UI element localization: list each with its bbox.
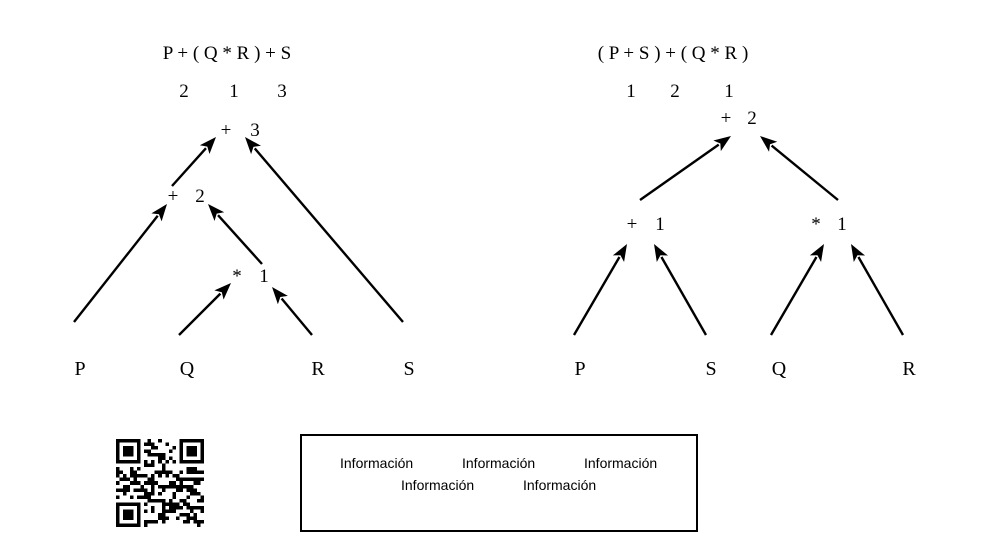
right-order-number-1: 1 bbox=[626, 81, 636, 102]
arrow-r-to-star bbox=[272, 287, 313, 336]
info-text-4: Información bbox=[401, 477, 475, 493]
info-text-5: Información bbox=[523, 477, 597, 493]
right-order-number-3: 1 bbox=[724, 81, 734, 102]
info-text-3: Información bbox=[584, 455, 658, 471]
arrow-p-to-mid-plus bbox=[73, 204, 167, 323]
left-leaf-p: P bbox=[74, 358, 85, 380]
info-text-2: Información bbox=[462, 455, 536, 471]
left-mid-order: 2 bbox=[195, 186, 205, 207]
qr-code-icon bbox=[116, 439, 204, 527]
arrow-p-to-left-plus bbox=[572, 244, 627, 336]
arrow-low-to-mid-plus bbox=[208, 204, 263, 265]
arrow-s-to-left-plus bbox=[654, 244, 708, 336]
left-mid-operator: + bbox=[168, 186, 179, 207]
right-leaf-r: R bbox=[902, 358, 916, 380]
arrow-q-to-star bbox=[178, 283, 231, 336]
left-low-operator: * bbox=[232, 266, 242, 287]
right-right-order: 1 bbox=[837, 214, 847, 235]
left-order-number-2: 1 bbox=[229, 81, 239, 102]
left-order-number-1: 2 bbox=[179, 81, 189, 102]
left-root-operator: + bbox=[221, 120, 232, 141]
right-left-order: 1 bbox=[655, 214, 665, 235]
left-root-order: 3 bbox=[250, 120, 260, 141]
left-order-number-3: 3 bbox=[277, 81, 287, 102]
right-order-number-2: 2 bbox=[670, 81, 680, 102]
right-leaf-p: P bbox=[574, 358, 585, 380]
info-text-1: Información bbox=[340, 455, 414, 471]
right-root-order: 2 bbox=[747, 108, 757, 129]
left-low-order: 1 bbox=[259, 266, 269, 287]
left-expression: P + ( Q * R ) + S bbox=[163, 43, 291, 64]
arrow-r-to-right-star bbox=[851, 244, 905, 336]
right-expression: ( P + S ) + ( Q * R ) bbox=[598, 43, 749, 64]
left-leaf-s: S bbox=[403, 358, 414, 380]
arrow-right-star-to-root bbox=[760, 136, 839, 201]
right-root-operator: + bbox=[721, 108, 732, 129]
right-right-operator: * bbox=[811, 214, 821, 235]
arrow-mid-plus-to-root bbox=[171, 137, 216, 187]
arrow-q-to-right-star bbox=[769, 244, 824, 336]
left-leaf-r: R bbox=[311, 358, 325, 380]
arrow-s-to-root bbox=[245, 137, 404, 323]
left-leaf-q: Q bbox=[180, 358, 195, 380]
right-leaf-s: S bbox=[705, 358, 716, 380]
arrow-left-plus-to-root bbox=[639, 136, 731, 201]
information-box: Información Información Información Info… bbox=[300, 434, 698, 532]
right-left-operator: + bbox=[627, 214, 638, 235]
right-leaf-q: Q bbox=[772, 358, 787, 380]
